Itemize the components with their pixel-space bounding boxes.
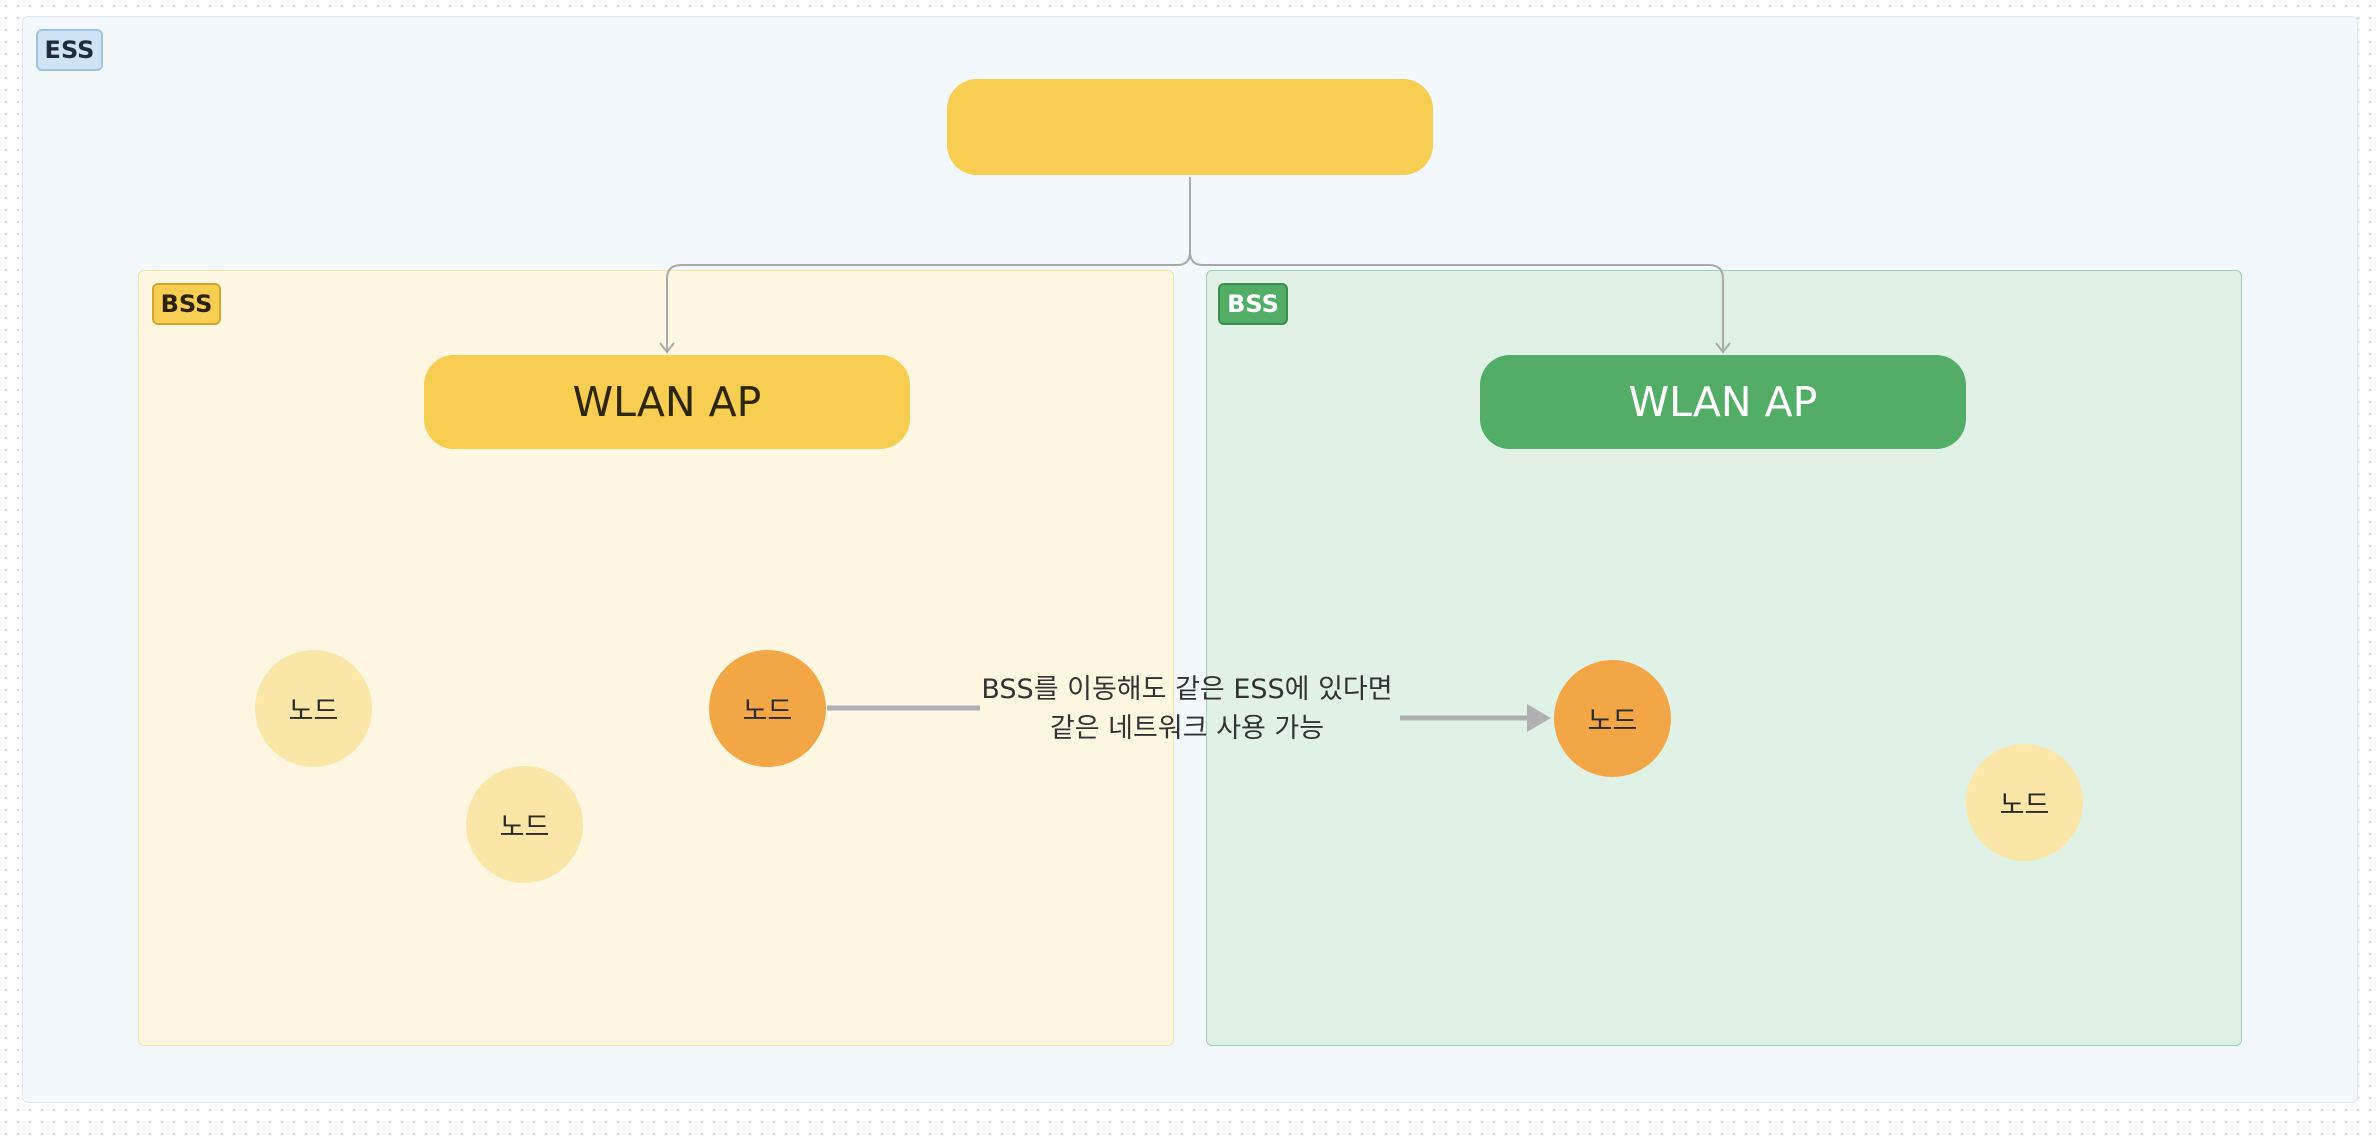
node-roaming-target[interactable]: 노드 xyxy=(1554,660,1671,777)
roaming-caption: BSS를 이동해도 같은 ESS에 있다면 같은 네트워크 사용 가능 xyxy=(970,670,1404,748)
roaming-caption-line1: BSS를 이동해도 같은 ESS에 있다면 xyxy=(981,674,1393,705)
wlan-ap-right[interactable]: WLAN AP xyxy=(1480,355,1966,449)
ess-top-box[interactable] xyxy=(947,79,1433,175)
node-right-1[interactable]: 노드 xyxy=(1966,744,2083,861)
bss-tag-left: BSS xyxy=(152,283,221,325)
ess-tag: ESS xyxy=(36,29,103,71)
node-left-2[interactable]: 노드 xyxy=(466,766,583,883)
roaming-caption-line2: 같은 네트워크 사용 가능 xyxy=(1049,713,1325,744)
node-left-1[interactable]: 노드 xyxy=(255,650,372,767)
wlan-ap-left[interactable]: WLAN AP xyxy=(424,355,910,449)
bss-tag-right: BSS xyxy=(1218,283,1288,325)
node-roaming-source[interactable]: 노드 xyxy=(709,650,826,767)
